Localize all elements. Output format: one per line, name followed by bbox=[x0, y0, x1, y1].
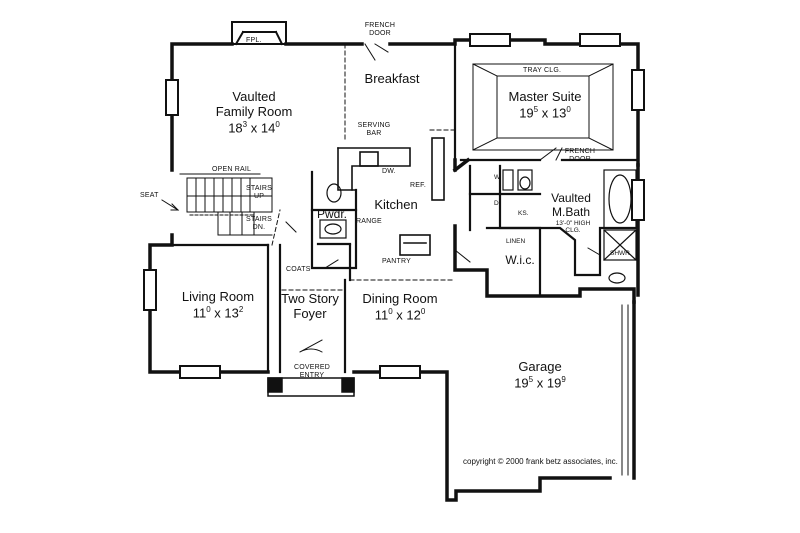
windows bbox=[143, 33, 645, 379]
foyer-label: Two Story Foyer bbox=[281, 291, 339, 321]
tray-ceiling bbox=[472, 63, 614, 151]
family-room-line1: Vaulted bbox=[232, 89, 276, 104]
tray-ceiling-label: TRAY CLG. bbox=[523, 67, 562, 74]
living-room-dims: 110 x 132 bbox=[192, 304, 244, 321]
breakfast-label: Breakfast bbox=[364, 71, 420, 86]
interior-walls bbox=[170, 42, 640, 374]
seat-label: SEAT bbox=[140, 192, 159, 199]
fireplace bbox=[231, 21, 287, 46]
kitchen-label: Kitchen bbox=[374, 197, 418, 212]
living-room-label: Living Room 110 x 132 bbox=[170, 289, 266, 321]
dryer-label: D. bbox=[494, 200, 501, 207]
shower-label: SHWR bbox=[610, 250, 630, 257]
seat-arrow bbox=[161, 199, 180, 211]
fireplace-label: FPL. bbox=[246, 37, 262, 44]
powder-fixtures bbox=[319, 183, 347, 239]
copyright-text: copyright © 2000 frank betz associates, … bbox=[463, 457, 618, 466]
covered-entry bbox=[267, 377, 355, 397]
ref-label: REF. bbox=[410, 182, 426, 189]
kitchen-counters bbox=[337, 137, 445, 256]
dashed-boundaries bbox=[271, 43, 456, 291]
stairs bbox=[179, 173, 273, 236]
dining-room-dims: 110 x 120 bbox=[374, 306, 426, 323]
range-label: RANGE bbox=[356, 218, 382, 225]
family-room-label: Vaulted Family Room 183 x 140 bbox=[204, 89, 304, 136]
doors bbox=[285, 43, 601, 353]
exterior-walls bbox=[148, 38, 640, 502]
pantry-label: PANTRY bbox=[382, 258, 411, 265]
master-suite-label: Master Suite 195 x 130 bbox=[500, 89, 590, 121]
family-room-dims: 183 x 140 bbox=[228, 119, 280, 136]
wic-label: W.i.c. bbox=[505, 253, 535, 267]
garage-label: Garage 195 x 199 bbox=[500, 359, 580, 391]
dining-room-label: Dining Room 110 x 120 bbox=[350, 291, 450, 323]
garage-door bbox=[621, 304, 629, 476]
master-suite-dims: 195 x 130 bbox=[519, 104, 571, 121]
open-rail-label: OPEN RAIL bbox=[212, 166, 252, 173]
ks-label: KS. bbox=[518, 210, 529, 217]
dw-label: DW. bbox=[382, 168, 396, 175]
washer-label: W bbox=[494, 174, 501, 181]
powder-label: Pwdr. bbox=[316, 207, 347, 221]
coats-label: COATS bbox=[286, 266, 311, 273]
linen-label: LINEN bbox=[506, 238, 526, 245]
family-room-line2: Family Room bbox=[215, 103, 293, 119]
master-bath-label: Vaulted M.Bath bbox=[551, 191, 591, 219]
garage-dims: 195 x 199 bbox=[514, 374, 566, 391]
